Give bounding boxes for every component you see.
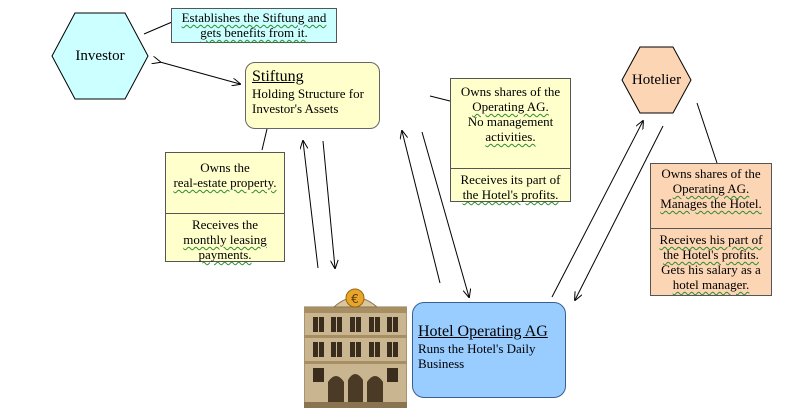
investor-hexagon [51, 12, 149, 100]
arrow-stiftung-to-ag [421, 131, 469, 297]
stiftung-line2: Investor's Assets [252, 101, 339, 116]
stiftung-shares-b1: Receives its part of [460, 172, 561, 187]
realestate-note: Owns the real-estate property. Receives … [165, 152, 285, 262]
investor-label: Investor [75, 47, 125, 64]
stiftung-line1: Holding Structure for [252, 86, 364, 101]
hotelier-shares-note: Owns shares of the Operating AG. Manages… [650, 163, 772, 296]
hotelier-shares-note-ownership: Owns shares of the Operating AG. Manages… [651, 164, 771, 228]
hotelier-hexagon [621, 46, 692, 114]
hotel-ag-line1: Runs the Hotel's Daily [418, 341, 536, 356]
hotel-ag-line2: Business [418, 356, 465, 371]
realestate-note-a2: real-estate property. [173, 175, 277, 190]
investor-note-line1: Establishes the Stiftung and [181, 10, 327, 25]
realestate-note-payments: Receives the monthly leasing payments. [166, 213, 284, 265]
stiftung-shares-a3: No management [467, 114, 554, 129]
hotelier-shares-a2: Operating AG. [672, 181, 750, 196]
investor-note-line2: gets benefits from it. [200, 25, 308, 40]
hotel-ag-title: Hotel Operating AG [418, 323, 548, 340]
hotelier-label: Hotelier [631, 71, 682, 88]
realestate-note-b1: Receives the [191, 217, 259, 232]
connector-stiftung-shares-note [429, 95, 451, 102]
arrow-ag-to-stiftung [402, 131, 441, 284]
stiftung-shares-a4: activities. [485, 129, 536, 144]
stiftung-shares-a1: Owns shares of the [460, 84, 561, 99]
arrow-stiftung-to-building [322, 140, 335, 268]
realestate-note-a1: Owns the [200, 160, 250, 175]
investor-note: Establishes the Stiftung and gets benefi… [171, 8, 337, 43]
realestate-note-b3: payments. [198, 247, 252, 262]
connector-investor-note [143, 21, 173, 35]
stiftung-title: Stiftung [252, 68, 304, 85]
stiftung-shares-note: Owns shares of the Operating AG. No mana… [450, 78, 571, 202]
realestate-note-ownership: Owns the real-estate property. [166, 153, 284, 213]
hotelier-shares-b3: Gets his salary as a [661, 262, 761, 277]
hotel-operating-ag-box: Hotel Operating AG Runs the Hotel's Dail… [412, 302, 566, 398]
arrow-building-to-stiftung [303, 141, 319, 269]
stiftung-shares-b2: the Hotel's profits. [462, 187, 559, 202]
arrow-hotelier-to-ag [575, 125, 664, 300]
stiftung-shares-note-profits: Receives its part of the Hotel's profits… [451, 168, 570, 205]
stiftung-shares-a2: Operating AG. [472, 99, 549, 114]
connector-hotelier-note [696, 102, 718, 164]
euro-symbol: € [351, 292, 359, 306]
connector-realestate-note [261, 128, 268, 151]
realestate-note-b2: monthly leasing [183, 232, 267, 247]
hotelier-shares-note-income: Receives his part of the Hotel's profits… [651, 228, 771, 295]
hotelier-shares-b1: Receives his part of [659, 232, 763, 247]
stiftung-box: Stiftung Holding Structure for Investor'… [245, 62, 380, 129]
hotelier-shares-a1: Owns shares of the [661, 166, 761, 181]
arrow-investor-stiftung [160, 62, 240, 84]
arrow-ag-to-hotelier [551, 121, 643, 298]
stiftung-shares-note-ownership: Owns shares of the Operating AG. No mana… [451, 79, 570, 168]
hotelier-shares-b2: the Hotel's profits. [663, 247, 759, 262]
hotelier-shares-b4: hotel manager. [672, 277, 750, 292]
hotelier-shares-a3: Manages the Hotel. [660, 196, 762, 211]
hotel-building-icon: € [304, 288, 407, 408]
